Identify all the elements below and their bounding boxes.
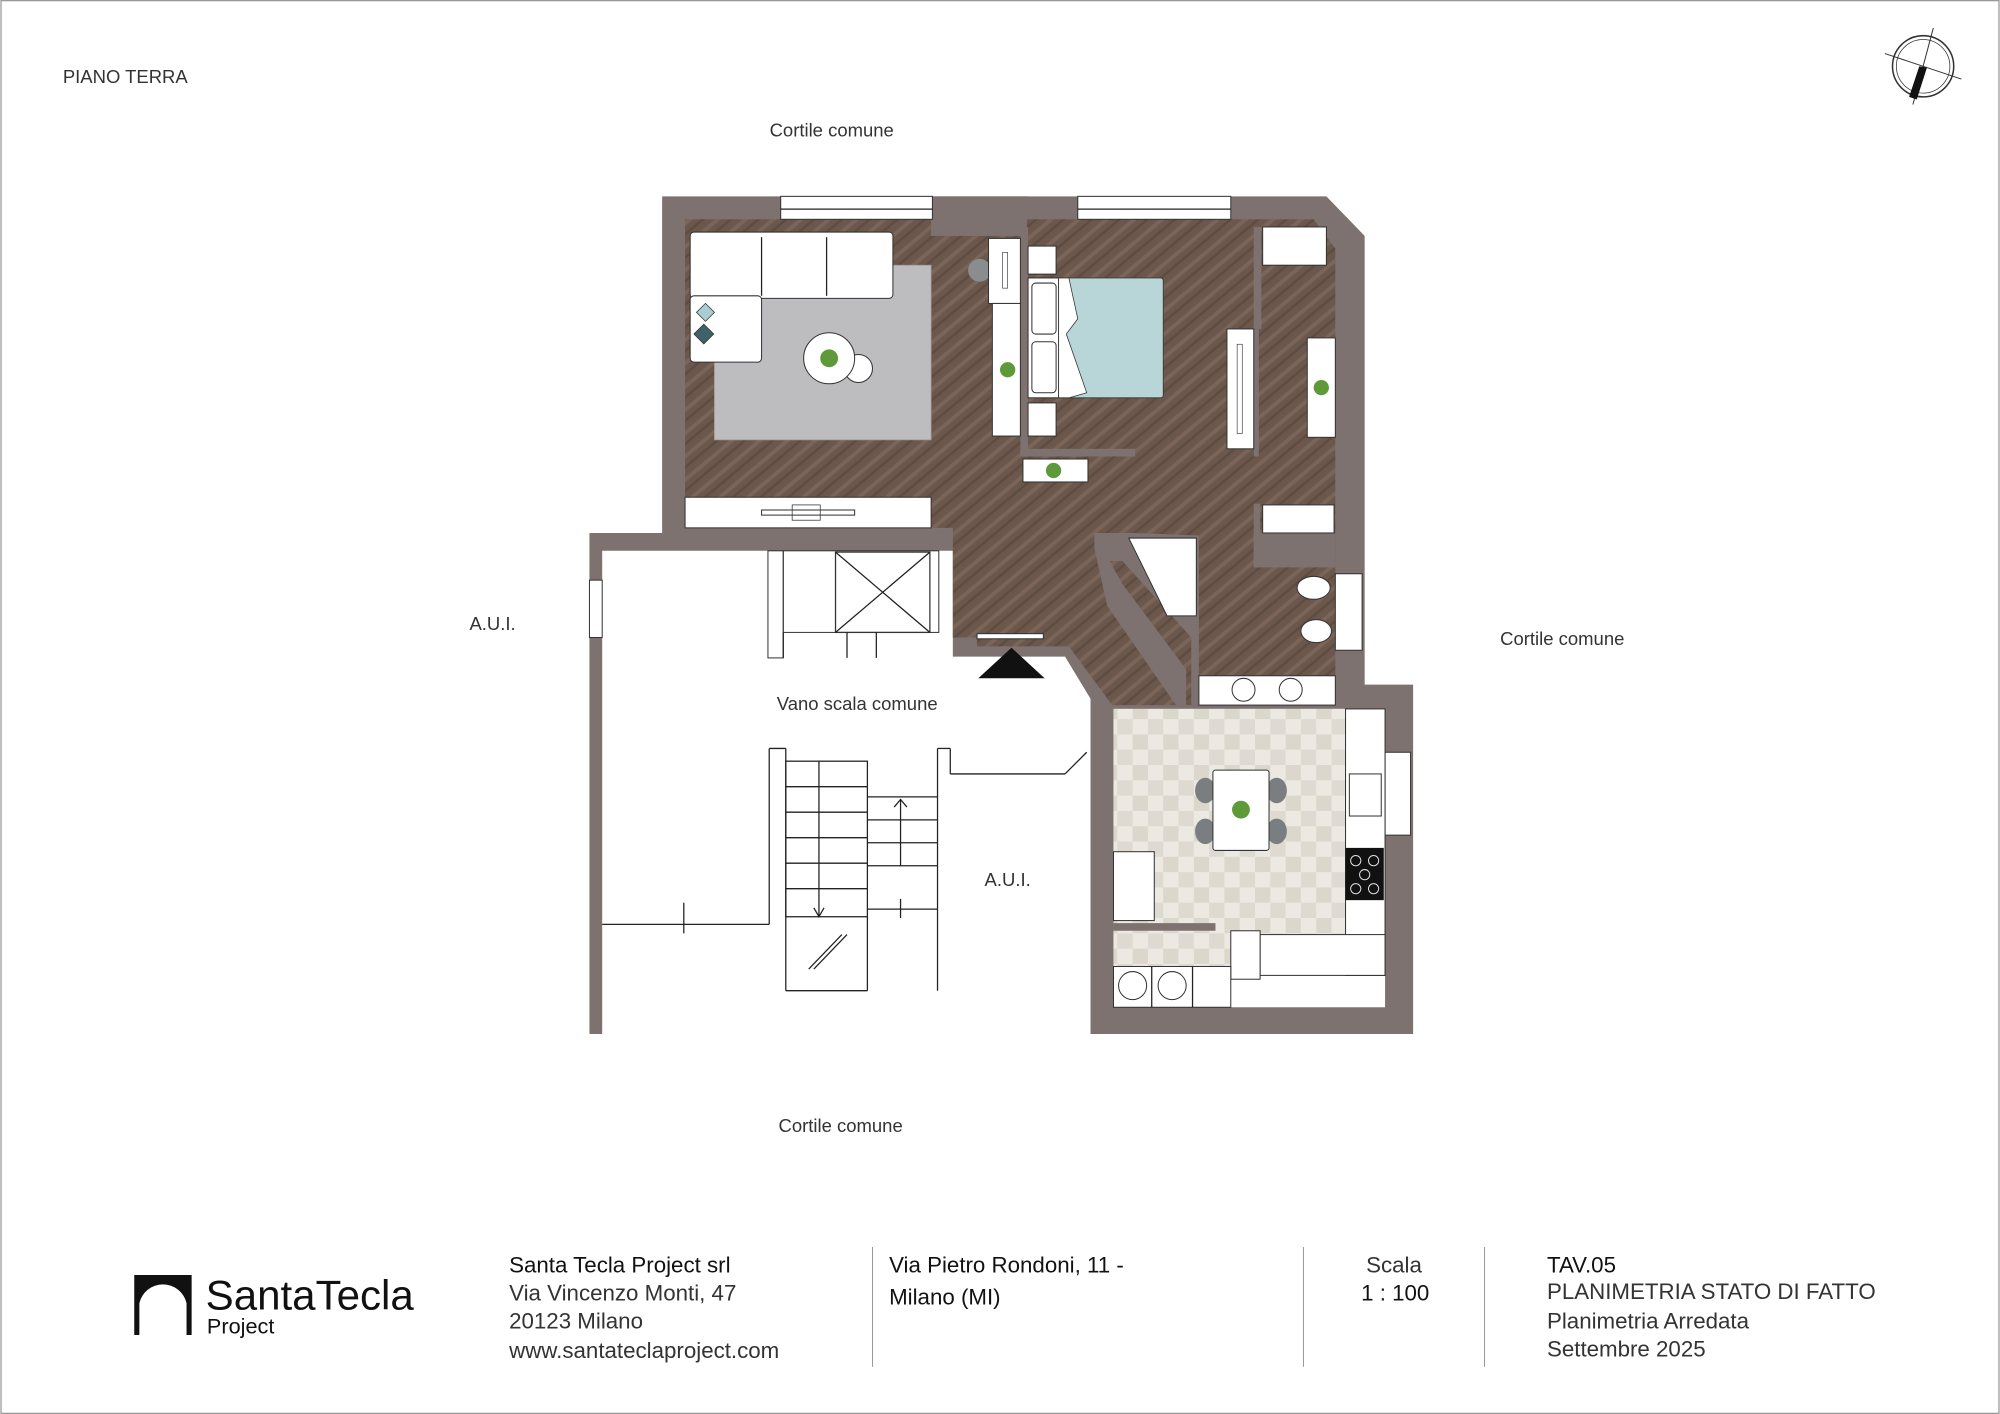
scale-info: Scala 1 : 100	[1361, 1252, 1429, 1305]
site-address: Via Pietro Rondoni, 11 - Milano (MI)	[889, 1252, 1124, 1309]
window-bathroom	[1334, 573, 1363, 651]
floor-label: PIANO TERRA	[63, 66, 189, 87]
sink-icon	[1278, 677, 1303, 702]
svg-text:Project: Project	[207, 1314, 274, 1339]
company-website-link[interactable]: www.santateclaproject.com	[508, 1338, 779, 1363]
svg-text:Via Vincenzo Monti, 47: Via Vincenzo Monti, 47	[509, 1281, 736, 1306]
label-aui-center: A.U.I.	[985, 869, 1031, 890]
staircase	[602, 747, 1088, 992]
sofa	[689, 231, 894, 363]
north-arrow-icon	[1884, 27, 1962, 105]
window-living	[780, 195, 933, 220]
kitchen-counter	[1259, 934, 1386, 976]
company-info: Santa Tecla Project srl Via Vincenzo Mon…	[508, 1252, 779, 1362]
svg-text:Planimetria Arredata: Planimetria Arredata	[1547, 1309, 1750, 1334]
fridge	[1112, 851, 1155, 922]
label-cortile-top: Cortile comune	[770, 119, 894, 140]
nightstand	[1027, 245, 1057, 275]
cabinet	[1262, 504, 1335, 534]
nightstand	[1027, 402, 1057, 437]
svg-text:Milano (MI): Milano (MI)	[889, 1284, 1001, 1309]
closet	[1262, 226, 1327, 266]
plant-icon	[1232, 800, 1250, 819]
desk-chair	[968, 258, 992, 282]
svg-text:TAV.05: TAV.05	[1547, 1252, 1616, 1277]
washing-machine-icon	[1118, 971, 1148, 1001]
svg-text:SantaTecla: SantaTecla	[206, 1271, 415, 1318]
company-logo: SantaTecla Project	[134, 1271, 415, 1339]
drawing-info: TAV.05 PLANIMETRIA STATO DI FATTO Planim…	[1547, 1252, 1876, 1361]
svg-text:20123 Milano: 20123 Milano	[509, 1309, 643, 1334]
chairs	[1195, 777, 1287, 845]
label-vano-scala: Vano scala comune	[777, 693, 938, 714]
svg-text:Santa Tecla Project srl: Santa Tecla Project srl	[509, 1252, 730, 1277]
toilet-icon	[1296, 575, 1331, 600]
label-cortile-right: Cortile comune	[1500, 628, 1624, 649]
plant-icon	[1045, 462, 1062, 479]
dryer-icon	[1157, 971, 1187, 1001]
cooktop-icon	[1345, 847, 1384, 901]
window-bedroom	[1077, 195, 1232, 220]
plant-icon	[1313, 379, 1329, 396]
kitchen-sink-icon	[1348, 773, 1382, 817]
cabinet	[1230, 930, 1261, 980]
svg-text:Via Pietro Rondoni, 11 -: Via Pietro Rondoni, 11 -	[889, 1252, 1124, 1277]
svg-text:PLANIMETRIA STATO DI FATTO: PLANIMETRIA STATO DI FATTO	[1547, 1279, 1876, 1304]
svg-text:1 : 100: 1 : 100	[1361, 1281, 1429, 1306]
tile-floor-laundry	[1113, 930, 1231, 970]
plant-icon	[820, 349, 839, 368]
entry-door[interactable]	[976, 633, 1044, 640]
storage-closet	[1127, 537, 1197, 617]
elevator	[767, 550, 940, 659]
sink-icon	[1231, 677, 1256, 702]
label-cortile-bottom: Cortile comune	[779, 1115, 903, 1136]
window-stair	[588, 579, 603, 639]
window-kitchen	[1384, 751, 1412, 836]
bidet-icon	[1300, 619, 1333, 644]
vanity	[1198, 675, 1336, 706]
entrance-arrow-icon	[978, 647, 1045, 679]
plant-icon	[1000, 362, 1016, 378]
desk	[988, 237, 1021, 304]
label-aui-left: A.U.I.	[469, 613, 515, 634]
cabinet	[1306, 337, 1336, 438]
kitchen-counter	[1345, 708, 1386, 976]
wardrobe	[1226, 328, 1255, 450]
svg-text:Settembre 2025: Settembre 2025	[1547, 1337, 1706, 1362]
svg-text:Scala: Scala	[1366, 1252, 1422, 1277]
